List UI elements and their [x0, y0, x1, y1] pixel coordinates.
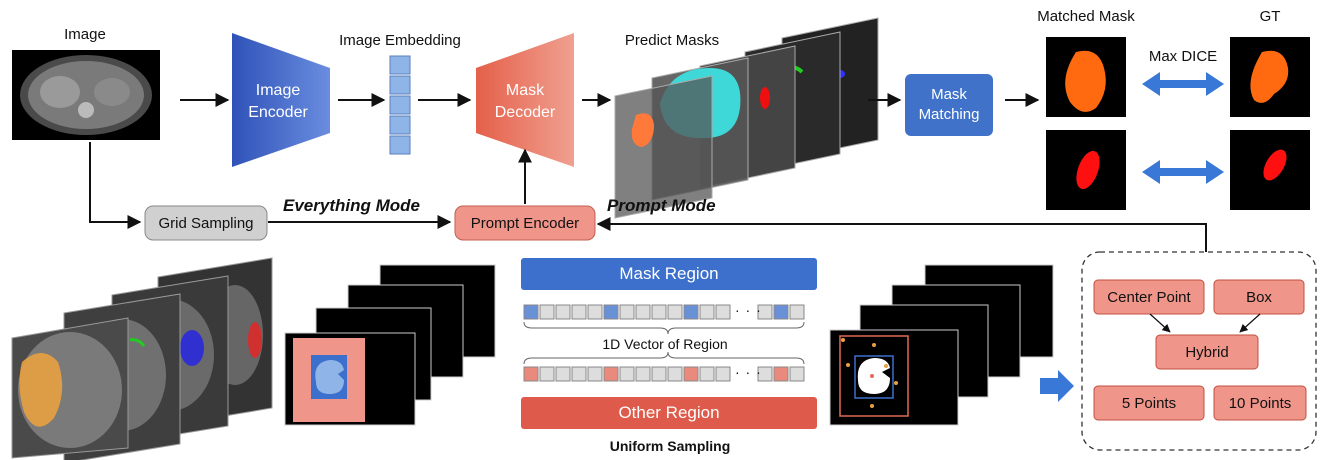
right-arrow-icon: [1040, 370, 1074, 402]
predict-masks-label: Predict Masks: [624, 32, 720, 49]
ellipsis-bottom: · · ·: [735, 364, 762, 380]
matched-mask-label: Matched Mask: [1037, 8, 1135, 25]
hybrid-label: Hybrid: [1185, 343, 1229, 361]
box-box: [1213, 279, 1305, 315]
other-vector-cells: [523, 366, 805, 382]
box-label: Box: [1246, 288, 1272, 306]
five-points-label: 5 Points: [1121, 394, 1177, 412]
mask-decoder-shape: [476, 33, 574, 167]
everything-mode-label: Everything Mode: [283, 196, 420, 215]
ten-points-box: [1213, 385, 1307, 421]
mask-matching-label-2: Matching: [918, 106, 980, 123]
double-headed-arrow-icon: [1142, 72, 1224, 96]
center-point-label: Center Point: [1107, 288, 1191, 306]
double-headed-arrow-icon: [1142, 160, 1224, 184]
mask-matching-label-1: Mask: [931, 86, 967, 103]
mask-vector-cells: [523, 304, 805, 320]
ten-points-label: 10 Points: [1228, 394, 1292, 412]
center-point-box: [1093, 279, 1205, 315]
other-region-label: Other Region: [618, 403, 720, 422]
image-embedding-cells: [389, 55, 411, 155]
vector-of-region-label: 1D Vector of Region: [602, 336, 728, 352]
matched-mask-kidney: [1046, 130, 1126, 210]
grid-sampling-box: [144, 205, 268, 241]
mask-region-bar: [521, 258, 817, 290]
image-label: Image: [64, 26, 106, 43]
image-embedding-label: Image Embedding: [339, 32, 461, 49]
predict-masks-stack: [614, 17, 879, 219]
input-image: [12, 50, 160, 140]
vector-braces: [523, 321, 805, 365]
hybrid-box: [1155, 334, 1259, 370]
other-region-bar: [521, 397, 817, 429]
mask-region-label: Mask Region: [619, 264, 719, 283]
matched-mask-liver: [1046, 37, 1126, 117]
binary-mask-stack: [284, 264, 496, 426]
flow-arrows: [89, 93, 1207, 252]
mask-decoder-label-2: Decoder: [494, 104, 556, 121]
mask-matching-box: [905, 74, 993, 136]
prompt-image-stack: [829, 264, 1054, 426]
gt-label: GT: [1259, 8, 1281, 25]
prompt-types-panel: [1081, 251, 1317, 451]
image-encoder-shape: [232, 33, 330, 167]
mask-decoder-label-1: Mask: [505, 82, 545, 99]
max-dice-label: Max DICE: [1148, 48, 1218, 65]
prompt-encoder-label: Prompt Encoder: [470, 214, 580, 232]
image-encoder-label-1: Image: [255, 82, 301, 99]
gt-kidney: [1230, 130, 1310, 210]
grid-sampling-label: Grid Sampling: [158, 214, 254, 232]
mri-overlay-stack: [11, 257, 273, 460]
prompt-encoder-box: [454, 205, 596, 241]
gt-liver: [1230, 37, 1310, 117]
hybrid-arrows: [1149, 313, 1261, 333]
uniform-sampling-label: Uniform Sampling: [609, 438, 731, 454]
image-encoder-label-2: Encoder: [248, 104, 308, 121]
five-points-box: [1093, 385, 1205, 421]
ellipsis-top: · · ·: [735, 302, 762, 318]
prompt-mode-label: Prompt Mode: [607, 196, 716, 215]
